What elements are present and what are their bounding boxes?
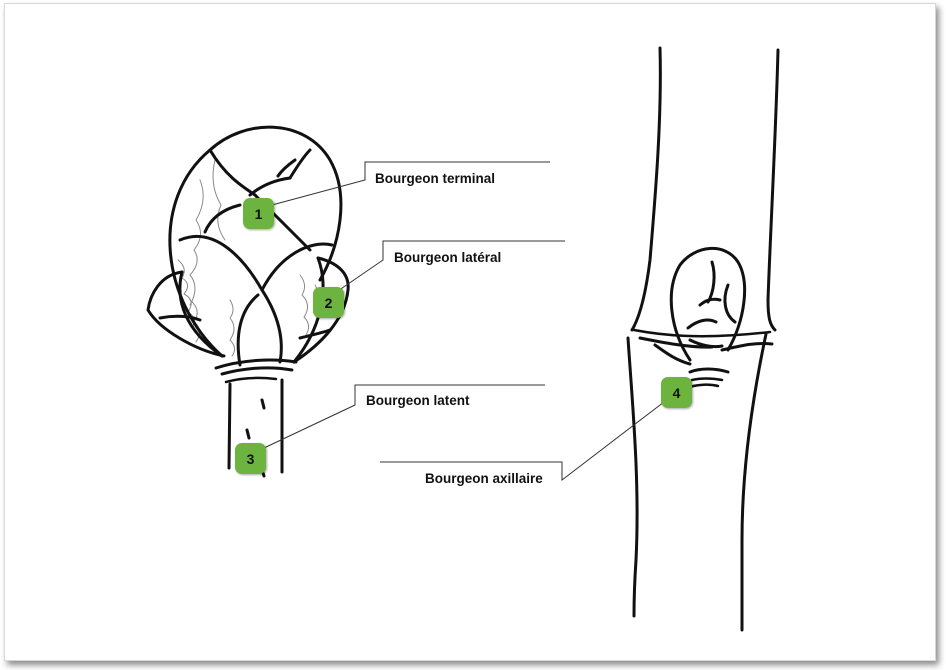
marker-badge-2: 2 xyxy=(313,287,344,318)
callout-leaders xyxy=(263,161,665,482)
label-latent-bud: Bourgeon latent xyxy=(366,393,470,408)
leader-line-3 xyxy=(263,384,545,449)
terminal-bud-drawing xyxy=(146,125,350,478)
label-axillary-bud: Bourgeon axillaire xyxy=(425,471,543,486)
label-lateral-bud: Bourgeon latéral xyxy=(394,250,502,265)
label-terminal-bud: Bourgeon terminal xyxy=(375,171,496,186)
marker-badge-1: 1 xyxy=(243,198,274,229)
leader-line-1 xyxy=(271,161,550,206)
marker-badge-4: 4 xyxy=(661,377,692,408)
leader-line-4 xyxy=(380,401,665,482)
figure-frame xyxy=(4,3,936,661)
marker-badge-3: 3 xyxy=(235,443,266,474)
stem-drawing xyxy=(626,46,780,632)
leader-line-2 xyxy=(331,240,565,296)
